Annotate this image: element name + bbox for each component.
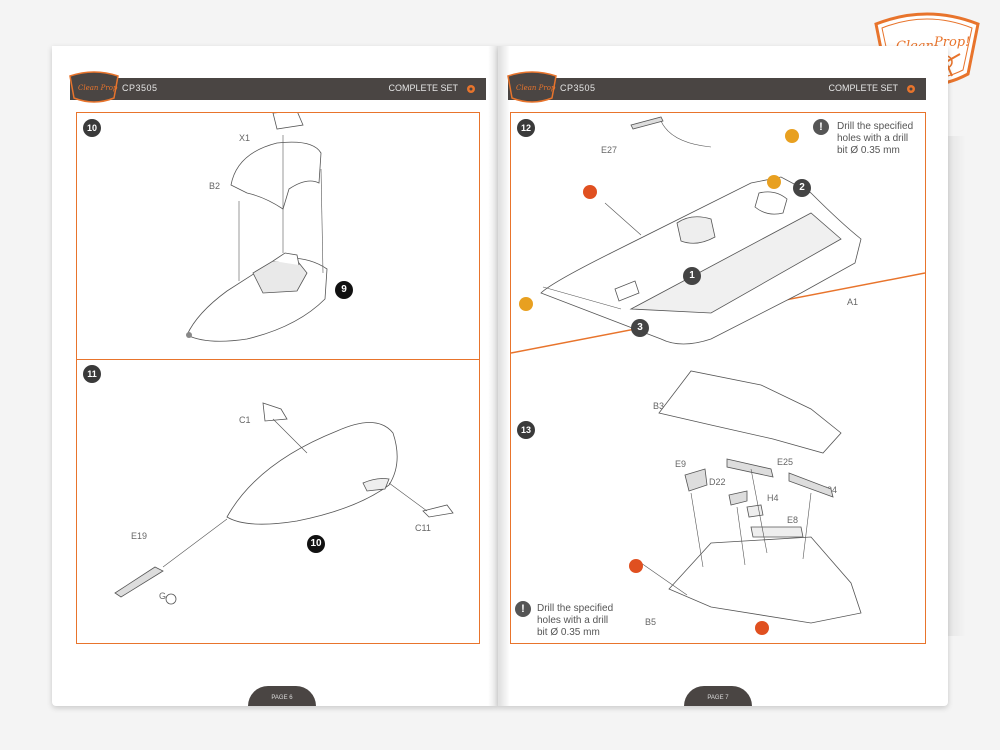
drill-note: Drill the specified holes with a drill b… — [837, 121, 914, 156]
drill-hole-marker — [629, 559, 643, 573]
part-label-e19: E19 — [131, 531, 148, 541]
brand-logo-icon: Clean Prop — [507, 71, 557, 103]
drill-hole-marker — [767, 175, 781, 189]
assembly-ref: 9 — [335, 281, 353, 299]
set-name: COMPLETE SET — [828, 83, 898, 93]
steps-frame: 10 X1 B2 9 11 C — [76, 112, 480, 644]
page-number: PAGE 7 — [684, 686, 752, 706]
part-label-c1: C1 — [239, 415, 251, 425]
left-page: Clean Prop CP3505 COMPLETE SET 10 X1 B2 — [52, 46, 498, 706]
set-name: COMPLETE SET — [388, 83, 458, 93]
drill-hole-marker — [785, 129, 799, 143]
page-header: Clean Prop CP3505 COMPLETE SET — [69, 71, 486, 103]
page-number: PAGE 6 — [248, 686, 316, 706]
instruction-booklet-spread: Clean Prop CP3505 COMPLETE SET 10 X1 B2 — [52, 46, 966, 710]
nose-cone-drawing — [114, 402, 454, 605]
assembly-ref: 10 — [307, 535, 325, 553]
drill-hole-marker — [755, 621, 769, 635]
part-label-c11: C11 — [415, 523, 431, 533]
page-shadow — [948, 136, 966, 636]
drill-hole-marker — [583, 185, 597, 199]
steps-frame: 12 ! Drill the specified holes with a dr… — [510, 112, 926, 644]
assembly-ref: 2 — [793, 179, 811, 197]
cockpit-interior-drawing — [640, 370, 862, 624]
part-label-windscreen: B2 — [209, 181, 221, 191]
kit-code: CP3505 — [122, 83, 158, 93]
assembly-ref: 1 — [683, 267, 701, 285]
part-label-g: G — [159, 591, 167, 601]
right-page: Clean Prop CP3505 COMPLETE SET 12 ! Dril… — [498, 46, 966, 706]
part-label-d22: D22 — [709, 477, 726, 487]
warning-icon: ! — [515, 601, 531, 617]
drill-note: Drill the specified holes with a drill b… — [537, 603, 614, 638]
fuselage-drawing — [540, 116, 862, 345]
part-label-e8: E8 — [787, 515, 799, 525]
part-label-h4: H4 — [767, 493, 779, 503]
warning-icon: ! — [813, 119, 829, 135]
target-dot-icon — [467, 85, 475, 93]
assembly-ref: 3 — [631, 319, 649, 337]
step-divider — [77, 359, 479, 360]
kit-code: CP3505 — [560, 83, 596, 93]
target-dot-icon — [907, 85, 915, 93]
svg-text:Clean Prop: Clean Prop — [516, 84, 556, 92]
part-label-a1: A1 — [847, 297, 859, 307]
brand-logo-icon: Clean Prop — [69, 71, 119, 103]
book-gutter — [488, 46, 510, 706]
part-label-e27: E27 — [601, 145, 618, 155]
svg-text:Clean Prop: Clean Prop — [78, 84, 118, 92]
step-number: 10 — [83, 119, 101, 137]
part-label-e9: E9 — [675, 459, 687, 469]
drill-hole-marker — [519, 297, 533, 311]
step-number: 11 — [83, 365, 101, 383]
step-number: 12 — [517, 119, 535, 137]
part-label-b5: B5 — [645, 617, 657, 627]
step-number: 13 — [517, 421, 535, 439]
part-label-e25: E25 — [777, 457, 794, 467]
nose-cockpit-drawing — [186, 113, 328, 342]
part-label-b3: B3 — [653, 401, 665, 411]
part-label-canopy: X1 — [239, 133, 251, 143]
page-header: Clean Prop CP3505 COMPLETE SET — [507, 71, 926, 103]
